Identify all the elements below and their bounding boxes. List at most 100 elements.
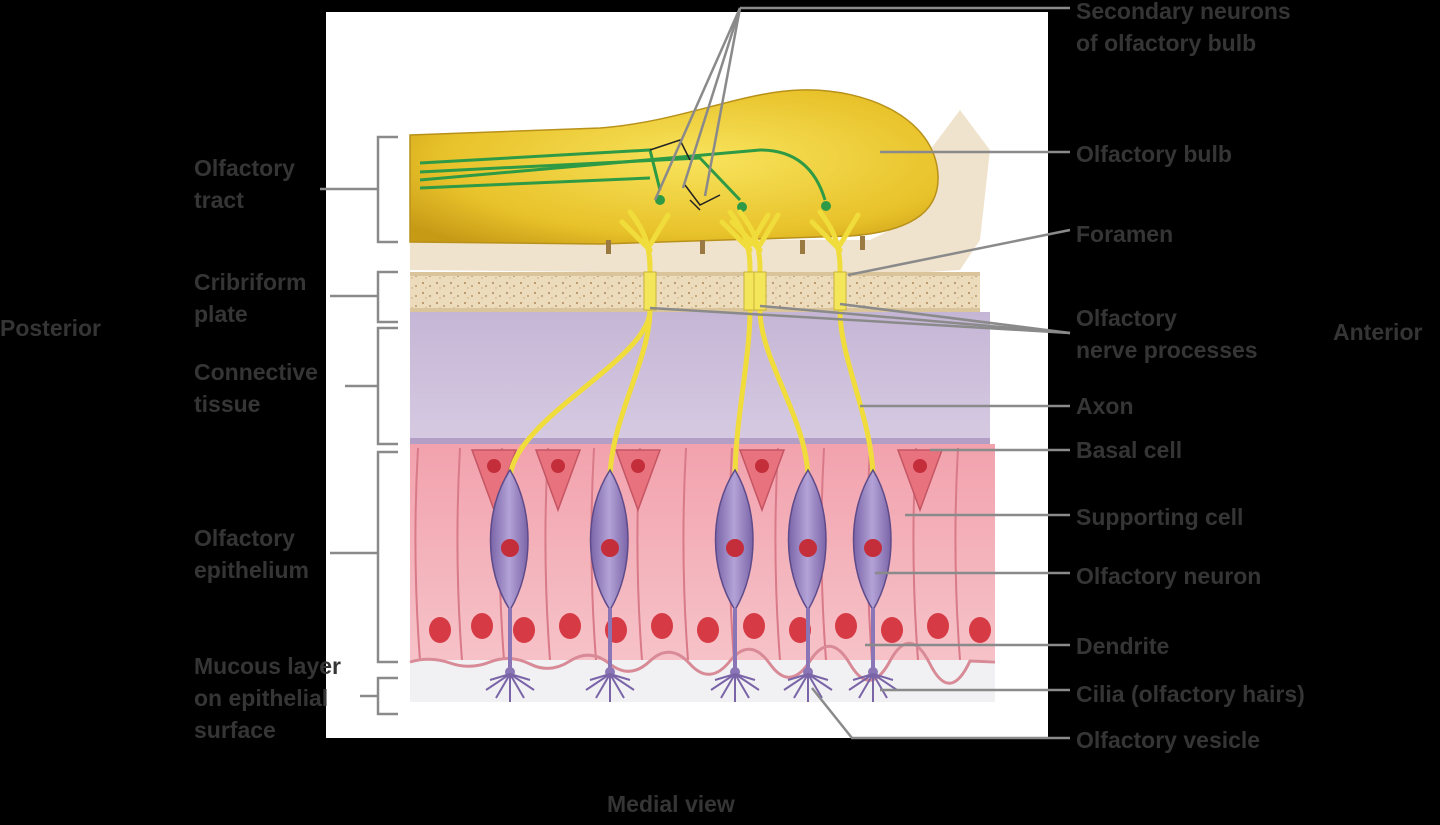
- cilium: [872, 673, 898, 691]
- cilium: [609, 673, 631, 681]
- cilium: [787, 673, 809, 681]
- axon-label: Axon: [1076, 393, 1134, 419]
- cilium: [783, 673, 809, 691]
- supporting-cell-nucleus: [881, 617, 903, 643]
- anterior-label: Anterior: [1333, 319, 1423, 345]
- left-brackets: [320, 135, 398, 716]
- supporting-cell-nucleus: [835, 613, 857, 639]
- nerve-branch: [729, 212, 781, 253]
- basal-cell: [534, 449, 582, 513]
- secondary-neurons-label: Secondary neurons of olfactory bulb: [1076, 0, 1291, 56]
- olfactory-tract-label: Olfactory tract: [194, 155, 295, 213]
- olfactory-neurons: [485, 271, 898, 702]
- cilium: [734, 673, 756, 681]
- supporting-cell-nucleus: [559, 613, 581, 639]
- neuron-nucleus: [601, 539, 619, 557]
- cilium: [595, 673, 611, 699]
- neuron-nucleus: [501, 539, 519, 557]
- cilium: [485, 673, 511, 691]
- cilium: [734, 673, 760, 691]
- connective-tissue-shape: [410, 312, 990, 442]
- cilium: [793, 673, 809, 699]
- cilium: [710, 673, 736, 691]
- cilium: [489, 673, 511, 681]
- supporting-cell-label: Supporting cell: [1076, 504, 1244, 530]
- basal-cell-nucleus: [631, 459, 645, 473]
- medial-view-caption: Medial view: [607, 791, 735, 817]
- bulb-pegs: [606, 236, 865, 254]
- basal-cell: [614, 449, 662, 513]
- cilium: [807, 673, 829, 681]
- secondary-neuron-fibers: [419, 148, 827, 202]
- mucous-layer-shape: [410, 660, 995, 702]
- supporting-cell-nucleus: [651, 613, 673, 639]
- connective-tissue-label: Connective tissue: [194, 359, 318, 417]
- cilium: [807, 673, 823, 699]
- olfactory-vesicle-label: Olfactory vesicle: [1076, 727, 1261, 753]
- basal-cell: [738, 449, 786, 513]
- cilium: [734, 673, 750, 699]
- cilium: [714, 673, 736, 681]
- nerve-branch: [809, 212, 861, 253]
- neuron-nucleus: [864, 539, 882, 557]
- supporting-cell-border: [954, 447, 961, 661]
- supporting-cell-border: [456, 447, 463, 661]
- supporting-cell-nucleus: [697, 617, 719, 643]
- nerve-process: [817, 209, 876, 483]
- cilium: [509, 673, 531, 681]
- secondary-neurons: [655, 195, 831, 212]
- cilium: [807, 673, 833, 691]
- interneuron-marks: [649, 139, 721, 211]
- cilium: [495, 673, 511, 699]
- supporting-cell-nucleus: [927, 613, 949, 639]
- nerve-branch: [619, 212, 671, 253]
- basal-cells: [470, 449, 944, 513]
- supporting-cell-border: [414, 447, 421, 661]
- cilia-label: Cilia (olfactory hairs): [1076, 681, 1305, 707]
- cilium: [509, 673, 525, 699]
- cilium: [589, 673, 611, 681]
- cilium: [720, 673, 736, 699]
- foramen: [643, 271, 657, 311]
- basal-cell-nucleus: [487, 459, 501, 473]
- basal-cell-nucleus: [551, 459, 565, 473]
- nerve-process: [737, 209, 811, 483]
- foramen: [833, 271, 847, 311]
- cilium: [872, 673, 888, 699]
- cilium: [848, 673, 874, 691]
- foramen-label: Foramen: [1076, 221, 1174, 247]
- right-leader-lines: [649, 6, 1071, 740]
- supporting-cell-nucleus: [429, 617, 451, 643]
- cilium: [609, 673, 625, 699]
- posterior-label: Posterior: [0, 315, 101, 341]
- cilium: [872, 673, 894, 681]
- olfactory-neuron-label: Olfactory neuron: [1076, 563, 1262, 589]
- neuron-nucleus: [726, 539, 744, 557]
- supporting-cell-nucleus: [789, 617, 811, 643]
- basal-cell-nucleus: [913, 459, 927, 473]
- supporting-cell-nucleus: [743, 613, 765, 639]
- cilium: [509, 673, 535, 691]
- supporting-cell-nucleus: [471, 613, 493, 639]
- supporting-cell-nucleus: [969, 617, 991, 643]
- cilium: [858, 673, 874, 699]
- neuron-nucleus: [799, 539, 817, 557]
- olfactory-bulb-label: Olfactory bulb: [1076, 141, 1232, 167]
- dendrite-label: Dendrite: [1076, 633, 1170, 659]
- supporting-cell-nucleus: [513, 617, 535, 643]
- basal-cell: [896, 449, 944, 513]
- cilium: [852, 673, 874, 681]
- basal-cell-label: Basal cell: [1076, 437, 1183, 463]
- olfactory-bulb-shape: [409, 89, 939, 245]
- supporting-cell-border: [682, 447, 689, 661]
- cilium: [585, 673, 611, 691]
- olfactory-epithelium-label: Olfactory epithelium: [194, 525, 310, 583]
- nerve-processes-label: Olfactory nerve processes: [1076, 305, 1258, 363]
- cribriform-plate-label: Cribriform plate: [194, 269, 307, 327]
- olfactory-nerve-processes: [507, 209, 876, 483]
- mucous-layer-label: Mucous layer on epithelial surface: [194, 653, 341, 743]
- cilium: [609, 673, 635, 691]
- cribriform-plate-shape: [410, 272, 980, 312]
